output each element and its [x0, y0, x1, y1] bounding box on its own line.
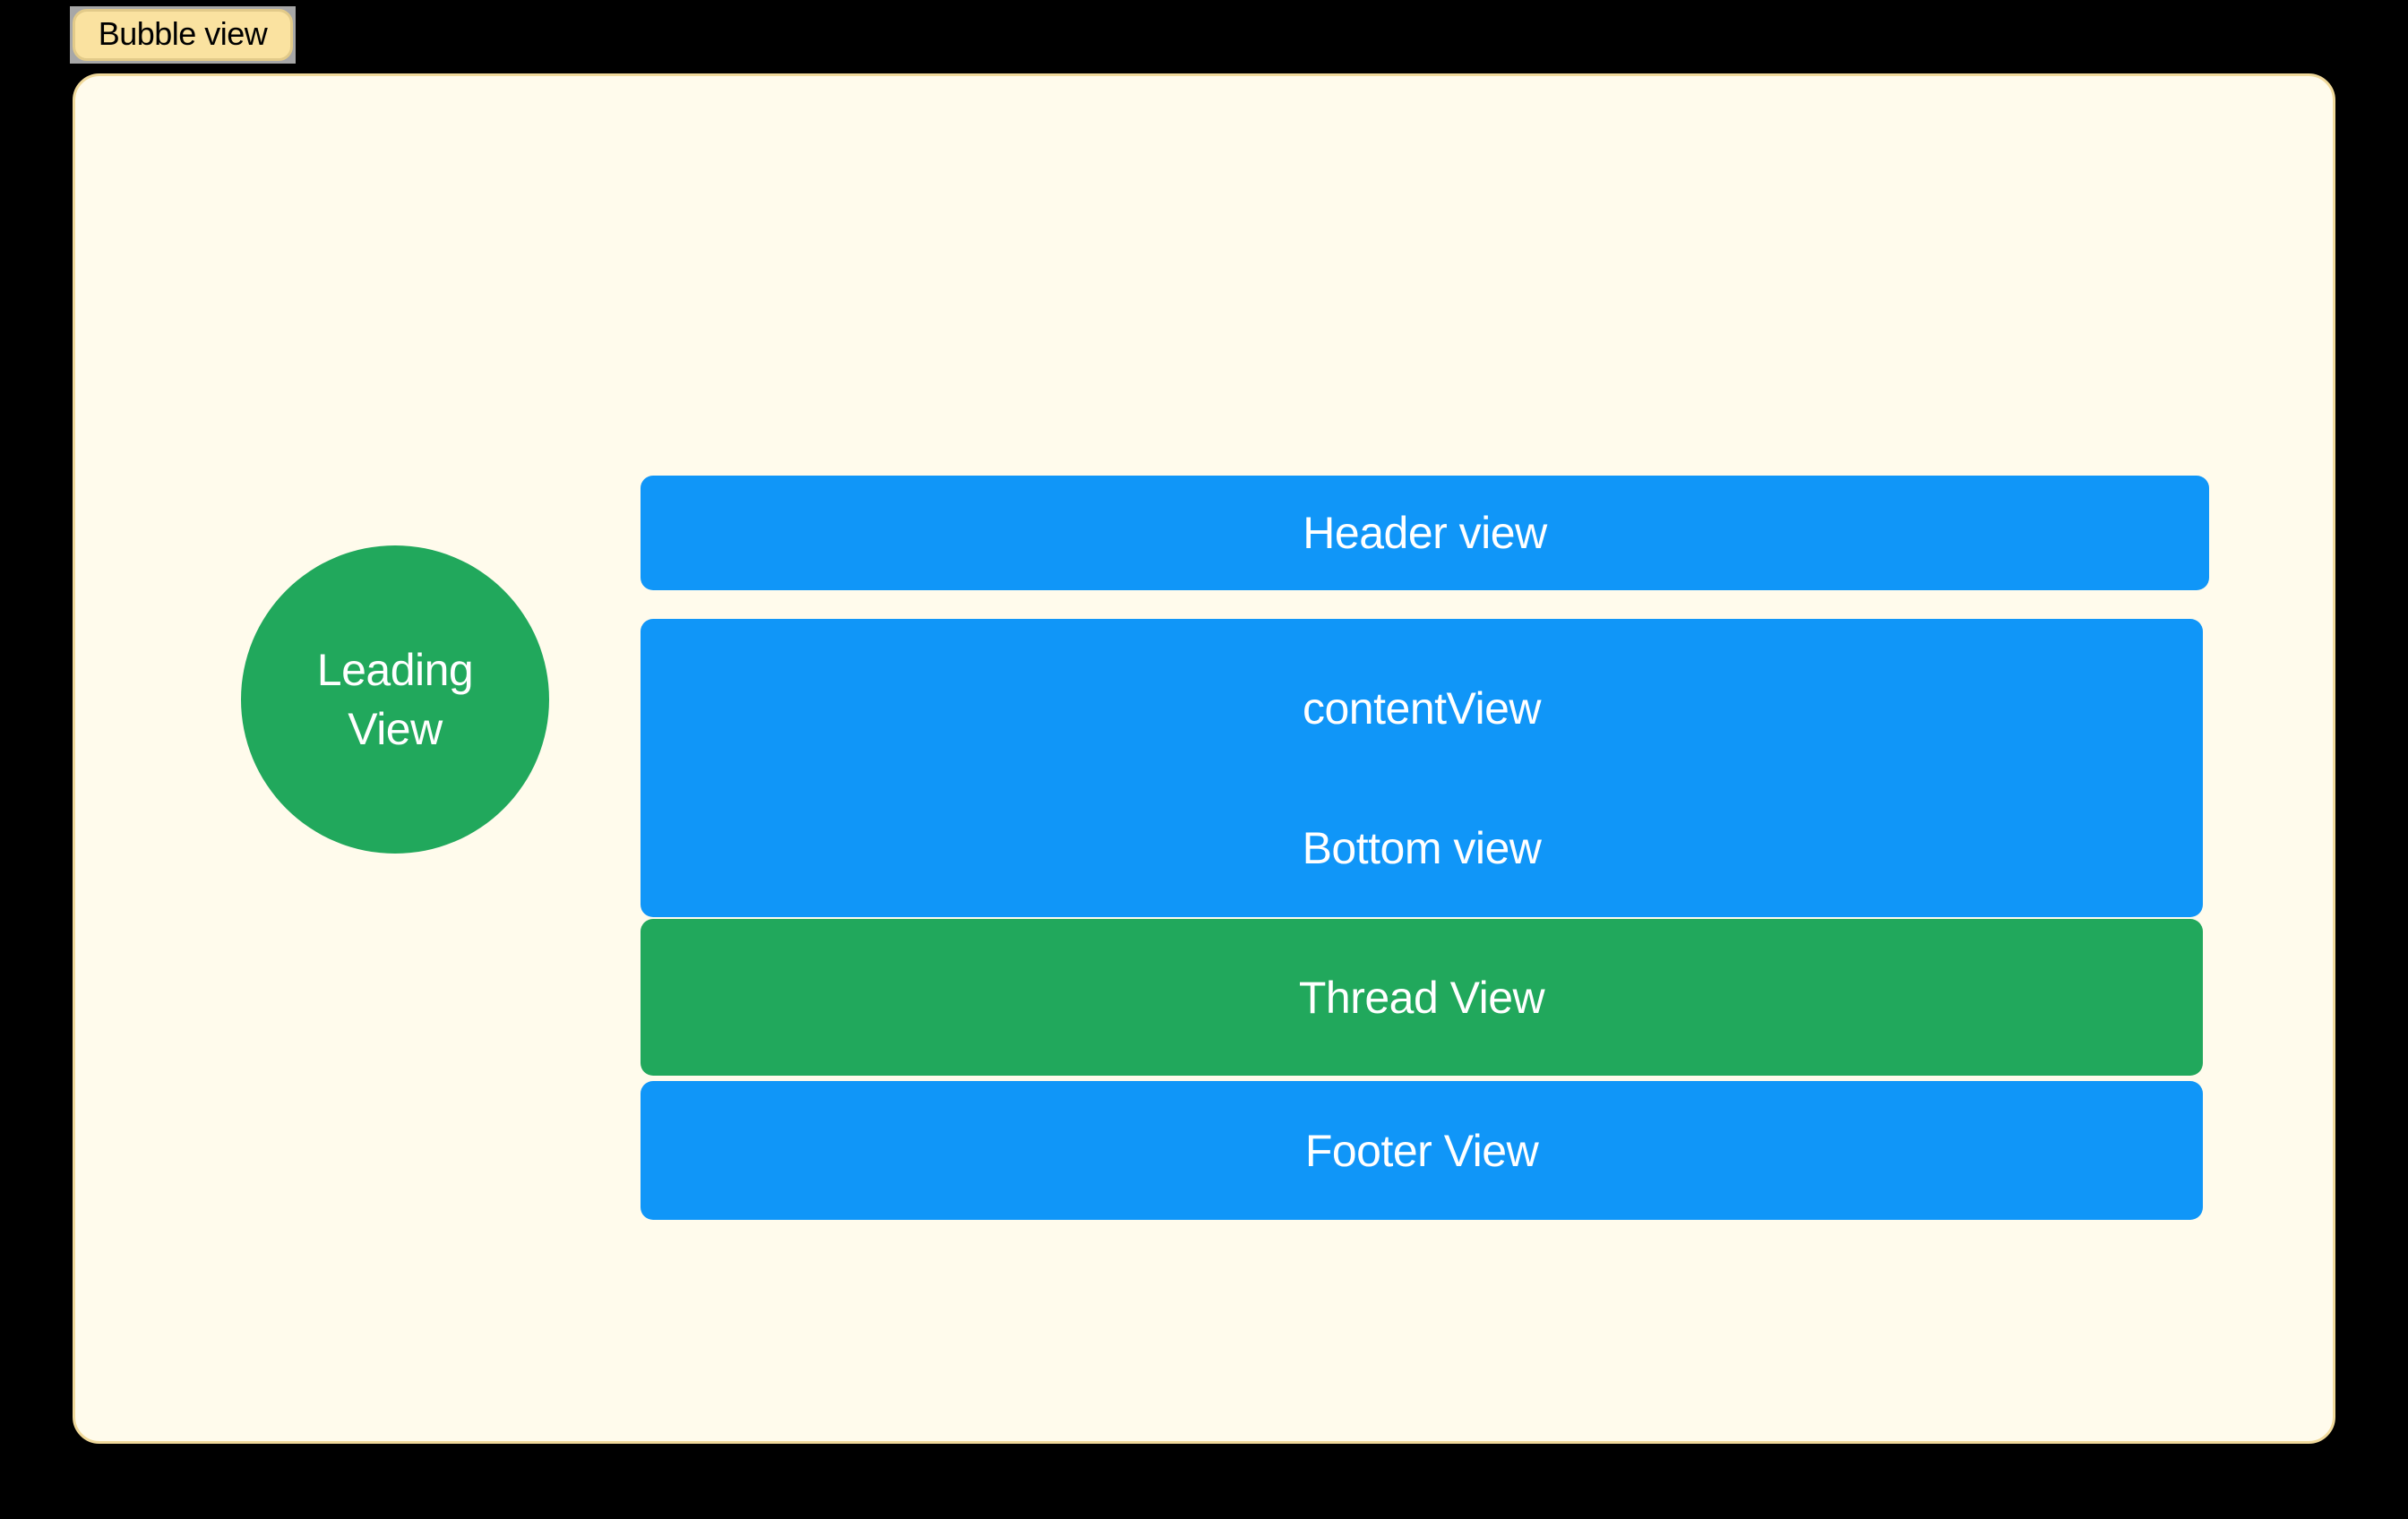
- header-view-label: Header view: [1303, 508, 1547, 558]
- bottom-view-label: Bottom view: [1302, 823, 1542, 873]
- thread-view: Thread View: [641, 919, 2203, 1076]
- bubble-view-button[interactable]: Bubble view: [73, 9, 293, 61]
- leading-view-circle: Leading View: [241, 545, 549, 854]
- footer-view-label: Footer View: [1304, 1125, 1539, 1176]
- canvas-panel: Leading View Header view contentView Bot…: [73, 73, 2335, 1444]
- thread-view-label: Thread View: [1298, 972, 1545, 1023]
- bubble-view-button-halo: Bubble view: [70, 6, 296, 64]
- header-view: Header view: [641, 476, 2209, 590]
- content-view: contentView Bottom view: [641, 619, 2203, 917]
- leading-view-label-line2: View: [348, 704, 443, 754]
- content-view-label: contentView: [1303, 683, 1541, 734]
- leading-view-label-line1: Leading: [316, 645, 474, 695]
- footer-view: Footer View: [641, 1081, 2203, 1220]
